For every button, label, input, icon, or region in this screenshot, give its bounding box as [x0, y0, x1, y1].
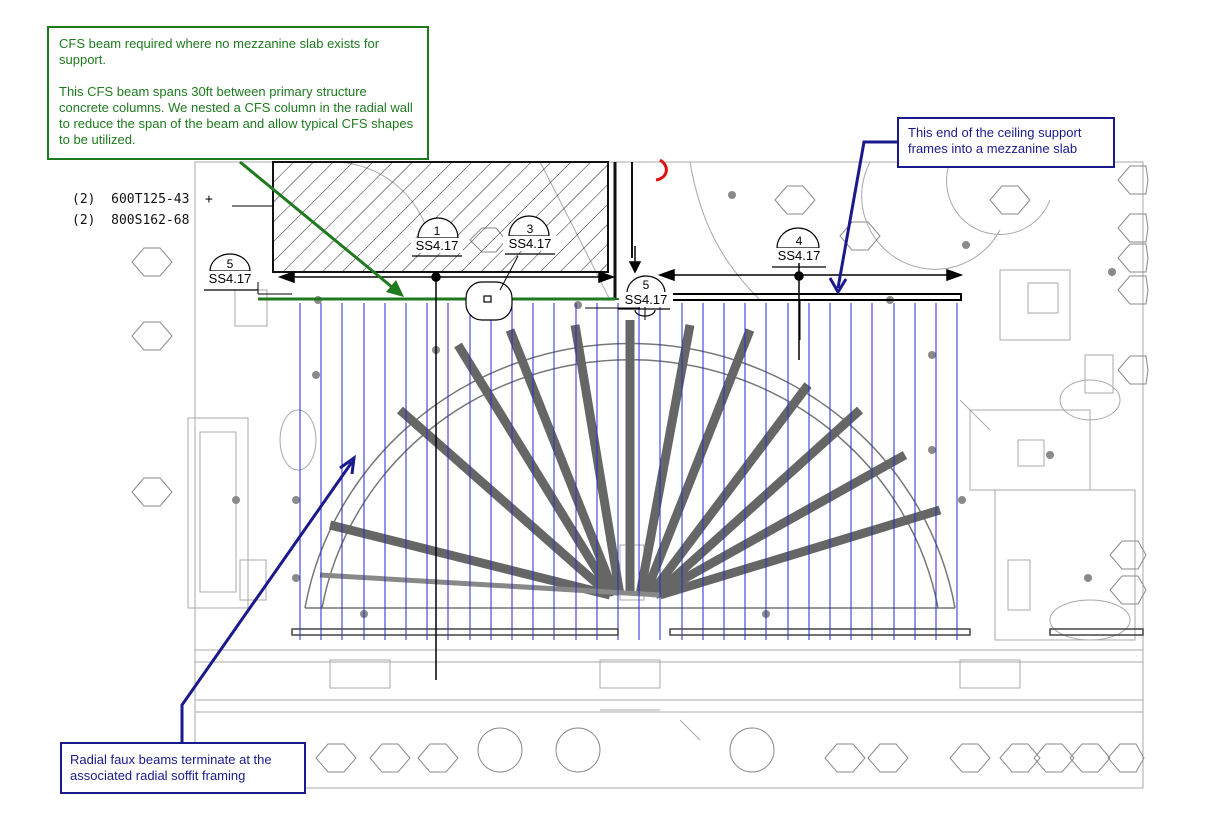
section-tag: 5 SS4.17 [205, 257, 255, 286]
section-tag-number: 5 [642, 278, 650, 292]
column-dots [232, 191, 1116, 618]
span-dimensions [232, 205, 964, 680]
radial-faux-beams [319, 320, 942, 600]
section-tag-number: 5 [226, 257, 234, 271]
cfs-beam-callout-line2: This CFS beam spans 30ft between primary… [59, 84, 414, 147]
section-tag-sheet: SS4.17 [771, 248, 827, 263]
member-sizes: (2) 600T125-43 + (2) 800S162-68 [72, 189, 213, 231]
member-size-1: (2) 600T125-43 + [72, 192, 213, 207]
member-size-2: (2) 800S162-68 [72, 213, 190, 228]
radial-faux-beams-callout-text: Radial faux beams terminate at the assoc… [70, 752, 272, 783]
cfs-beam-callout: CFS beam required where no mezzanine sla… [47, 26, 429, 160]
nested-cfs-column [465, 255, 519, 321]
section-tag-number: 1 [433, 224, 441, 238]
bottom-ledger-left [291, 628, 619, 636]
section-tag-number: 3 [526, 222, 534, 236]
section-tag-number: 4 [795, 234, 803, 248]
bottom-ledger-right [669, 628, 971, 636]
ceiling-support-callout-text: This end of the ceiling support frames i… [908, 125, 1082, 156]
blue-leader-ceiling [828, 140, 897, 295]
section-tag-sheet: SS4.17 [411, 238, 463, 253]
section-tag: 5 SS4.17 [619, 278, 673, 307]
section-tag: 3 SS4.17 [503, 222, 557, 251]
ceiling-support-callout: This end of the ceiling support frames i… [897, 117, 1115, 168]
section-tag-heads [204, 215, 826, 317]
radial-faux-beams-callout: Radial faux beams terminate at the assoc… [60, 742, 306, 794]
section-tag: 4 SS4.17 [771, 234, 827, 263]
section-tag: 1 SS4.17 [411, 224, 463, 253]
mezzanine-support-beam [657, 293, 962, 301]
blue-leader-radial [180, 454, 356, 742]
revision-mark [655, 158, 668, 182]
section-tag-sheet: SS4.17 [619, 292, 673, 307]
grid-tags [131, 165, 1149, 773]
section-tag-sheet: SS4.17 [503, 236, 557, 251]
green-leader [239, 160, 404, 297]
cfs-beam-callout-line1: CFS beam required where no mezzanine sla… [59, 36, 380, 67]
ceiling-framing-lines [299, 303, 958, 640]
section-tag-sheet: SS4.17 [205, 271, 255, 286]
bottom-ledger-far-right [1049, 628, 1144, 636]
